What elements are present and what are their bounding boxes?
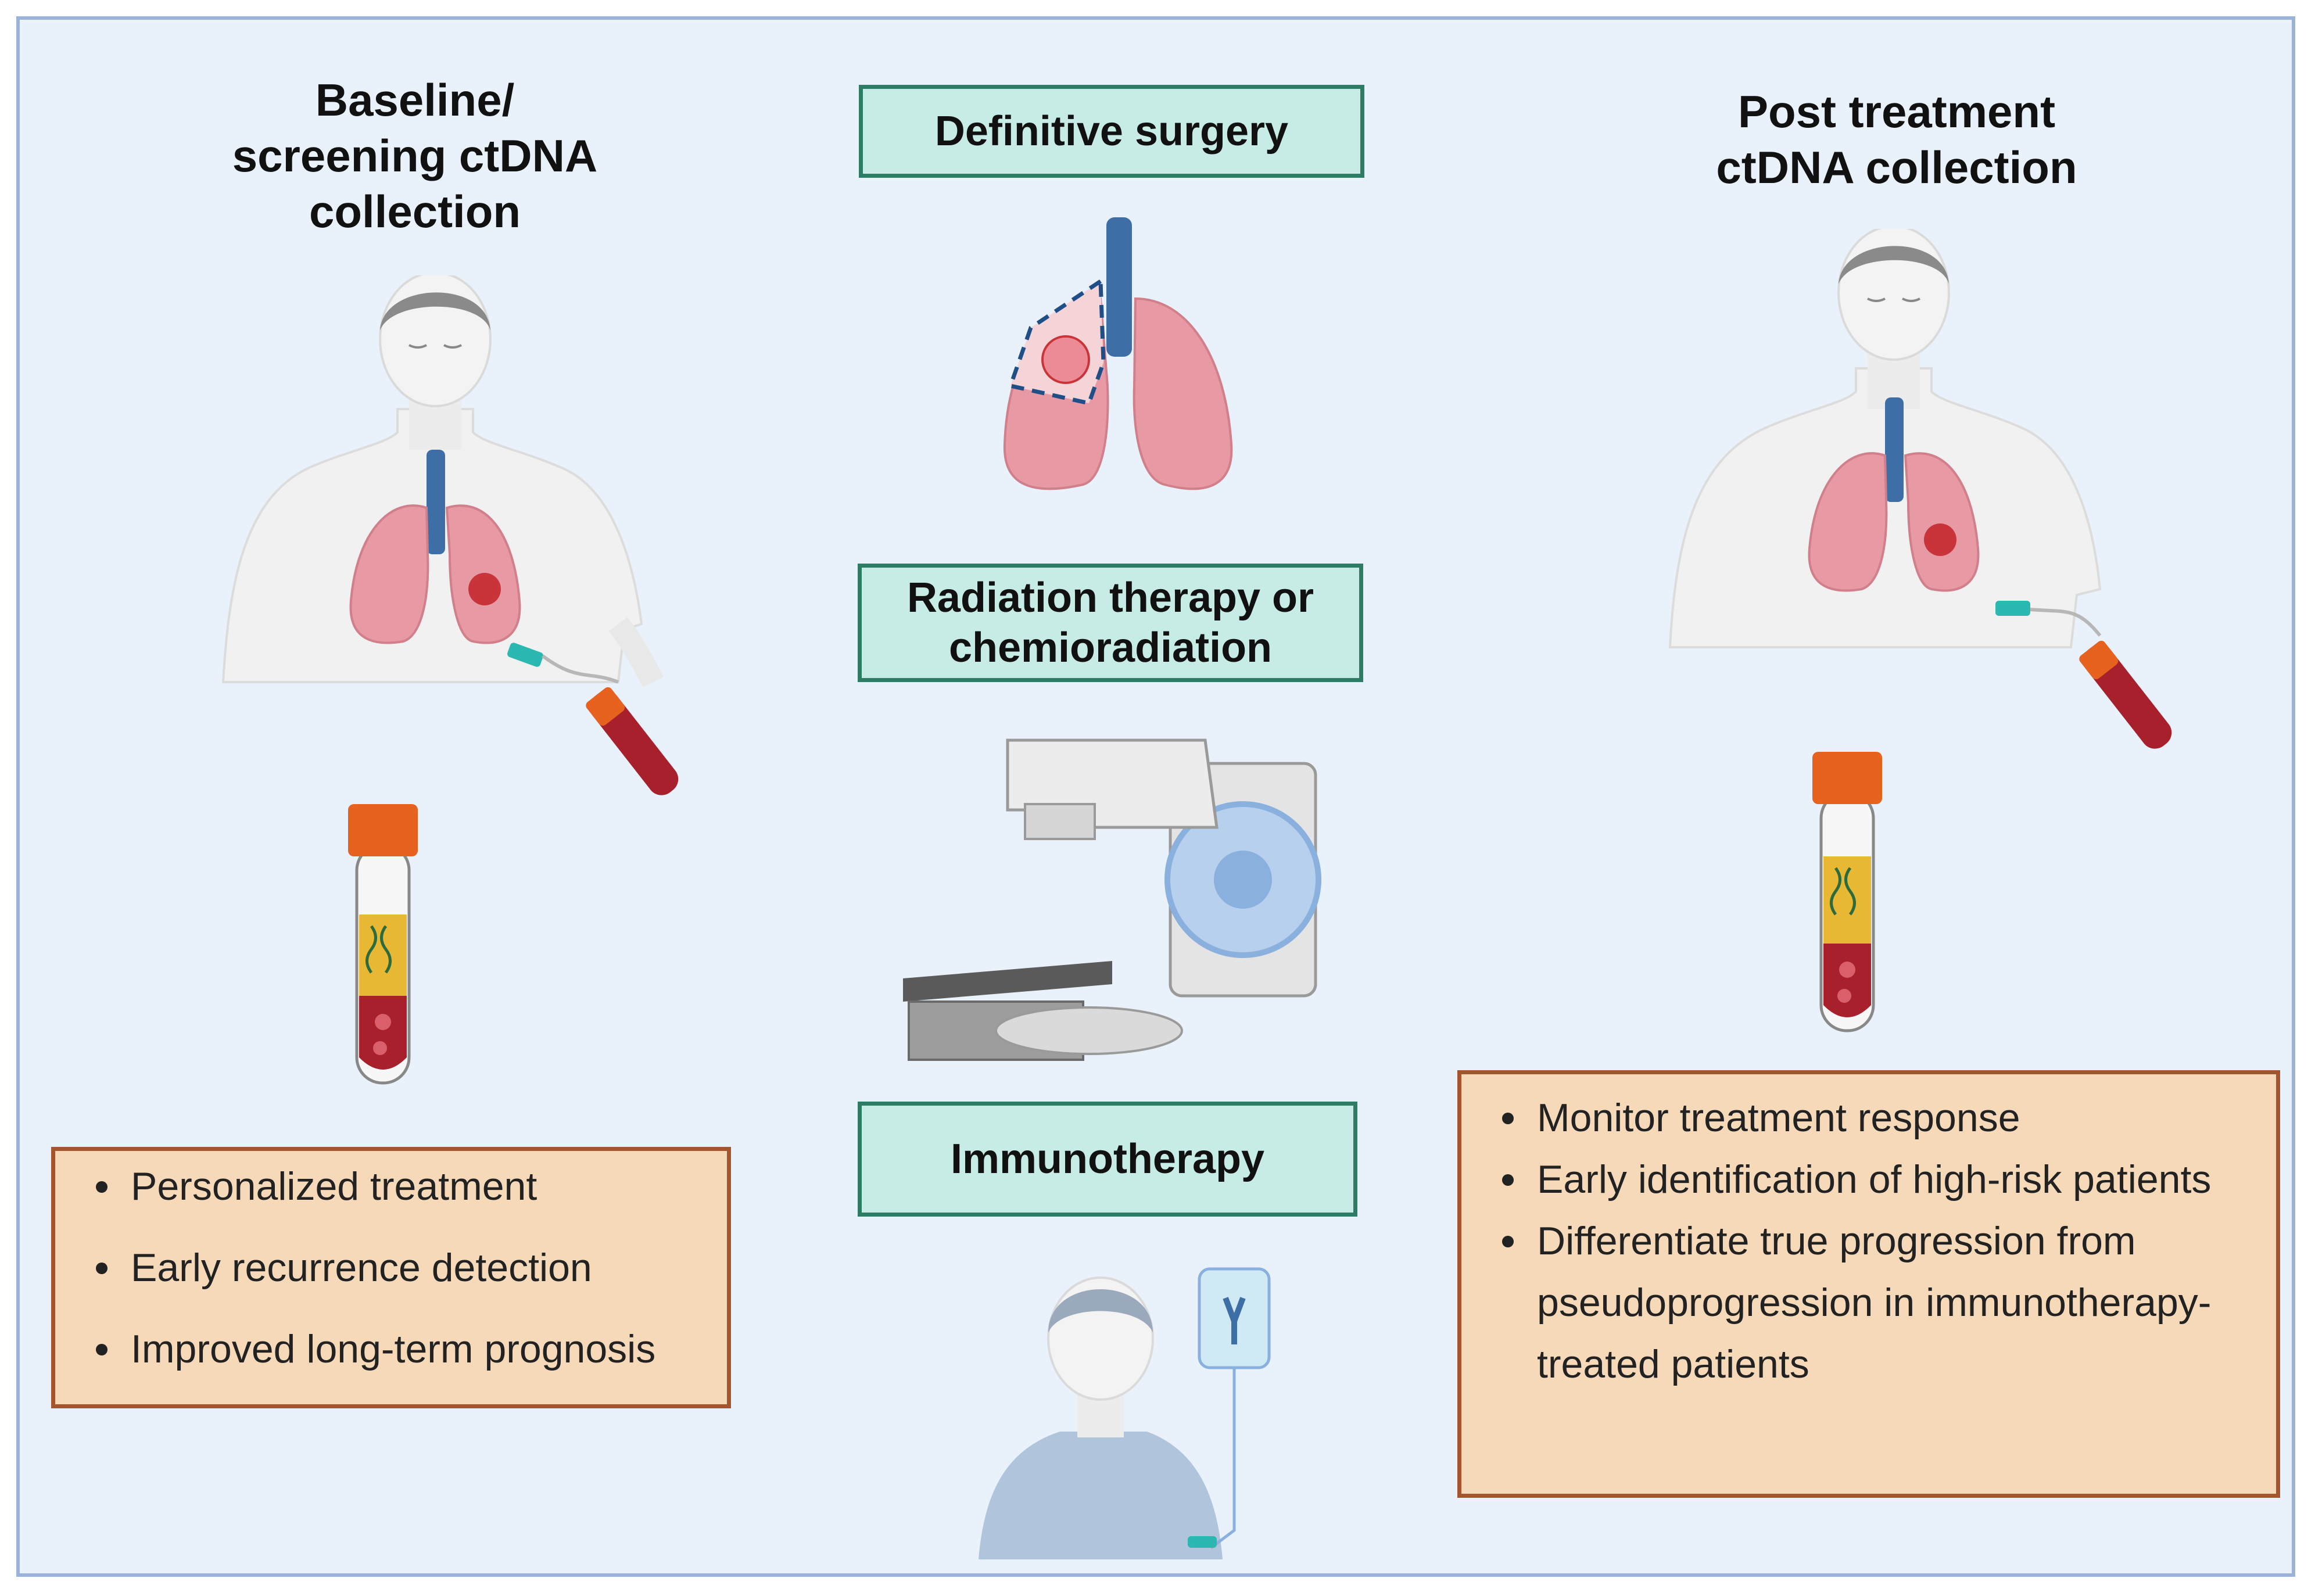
immunotherapy-box: Immunotherapy	[858, 1102, 1357, 1217]
baseline-benefits-box: Personalized treatment Early recurrence …	[51, 1147, 731, 1408]
right-lung	[1808, 452, 1888, 592]
right-lung	[1133, 297, 1233, 490]
list-item: Personalized treatment	[78, 1165, 709, 1208]
right-lung	[349, 504, 429, 644]
trachea	[1885, 397, 1904, 502]
list-item: Monitor treatment response	[1485, 1087, 2241, 1149]
list-item: Differentiate true progression from pseu…	[1485, 1210, 2241, 1395]
post-treatment-benefits-list: Monitor treatment response Early identif…	[1485, 1087, 2241, 1395]
immunotherapy-patient-illustration	[979, 1267, 1271, 1559]
post-treatment-title: Post treatment ctDNA collection	[1716, 86, 2077, 193]
list-item: Improved long-term prognosis	[78, 1328, 709, 1371]
trachea	[427, 450, 445, 554]
surgery-lungs-illustration	[1003, 217, 1233, 490]
tumor	[468, 573, 501, 605]
tumor	[1041, 335, 1090, 384]
radiation-machine-illustration	[903, 738, 1321, 1061]
radiation-box: Radiation therapy or chemioradiation	[858, 564, 1363, 682]
list-item: Early recurrence detection	[78, 1246, 709, 1289]
post-treatment-patient-illustration	[1668, 229, 2172, 749]
list-item: Early identification of high-risk patien…	[1485, 1149, 2241, 1210]
baseline-title: Baseline/ screening ctDNA collection	[232, 74, 598, 237]
tumor	[1924, 523, 1956, 556]
post-treatment-blood-tube	[1812, 752, 1882, 1032]
left-lung	[1904, 452, 1980, 592]
surgery-box: Definitive surgery	[859, 85, 1364, 178]
trachea	[1106, 217, 1132, 357]
post-treatment-benefits-box: Monitor treatment response Early identif…	[1457, 1070, 2280, 1498]
baseline-patient-illustration	[221, 275, 679, 795]
baseline-blood-tube	[348, 804, 418, 1085]
baseline-benefits-list: Personalized treatment Early recurrence …	[78, 1165, 709, 1371]
figure-frame: Baseline/ screening ctDNA collection	[16, 16, 2295, 1577]
